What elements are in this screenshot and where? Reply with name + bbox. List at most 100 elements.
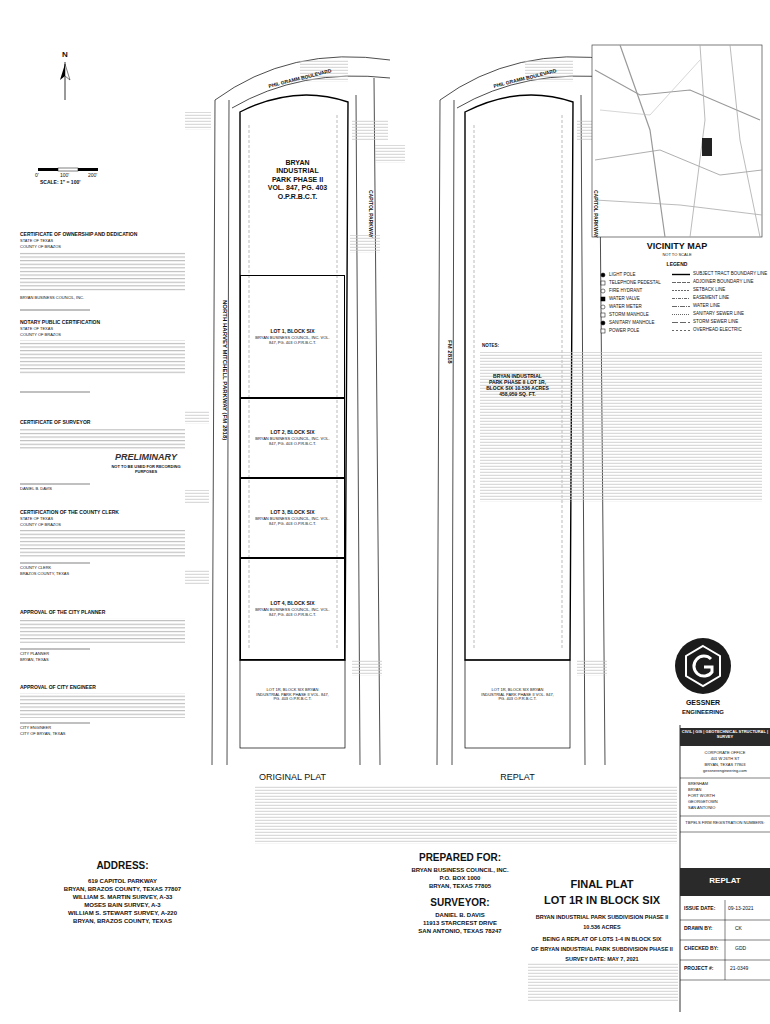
plat-text: BRYAN BUSINESS COUNCIL, INC. [20, 296, 84, 301]
legend-text: ADJOINER BOUNDARY LINE [693, 280, 754, 285]
legend-text: WATER LINE [693, 304, 720, 309]
plat-text: FORT WORTH [688, 794, 715, 799]
plat-text: OF BRYAN INDUSTRIAL PARK SUBDIVISION PHA… [522, 946, 682, 952]
lot-owner: BRYAN BUSINESS COUNCIL, INC. VOL. 847, P… [251, 336, 334, 346]
legend-sample [600, 288, 606, 294]
plat-text: WILLIAM S. STEWART SURVEY, A-220 [30, 910, 215, 917]
plat-text: CIVIL | GIS | GEOTECHNICAL STRUCTURAL | … [681, 730, 769, 739]
plat-text: CERTIFICATE OF OWNERSHIP AND DEDICATION [20, 232, 137, 238]
road-name: FM 2818 [446, 340, 453, 364]
legend-sample [672, 272, 690, 277]
legend-item: WATER VALVE [600, 296, 640, 302]
lot-parcel: LOT 2, BLOCK SIXBRYAN BUSINESS COUNCIL, … [240, 398, 345, 478]
legend-sample [672, 312, 690, 317]
legend-sample [672, 288, 690, 293]
plat-text: COUNTY CLERK [20, 566, 51, 571]
legend-item: OVERHEAD ELECTRIC [672, 328, 742, 333]
plat-text: MOSES BAIN SURVEY, A-3 [30, 902, 215, 909]
plat-text: NOTARY PUBLIC CERTIFICATION [20, 320, 100, 326]
plat-text: CERTIFICATION OF THE COUNTY CLERK [20, 510, 119, 516]
legend-sample [672, 320, 690, 325]
lot-owner: BRYAN BUSINESS COUNCIL, INC. VOL. 847, P… [251, 517, 334, 527]
plat-text: CITY OF BRYAN, TEXAS [20, 732, 66, 737]
plat-text: STATE OF TEXAS [20, 517, 53, 522]
plat-text: PREPARED FOR: [390, 852, 530, 864]
legend-sample [672, 296, 690, 301]
plat-text: LOT 1R IN BLOCK SIX [522, 894, 682, 907]
plat-text: CITY ENGINEER [20, 726, 51, 731]
plat-text: COUNTY OF BRAZOS [20, 245, 61, 250]
lot-name: LOT 1, BLOCK SIX [251, 328, 334, 334]
plat-text: 100' [60, 173, 69, 179]
plat-text: LEGEND [592, 262, 762, 268]
plat-text: SCALE: 1" = 100' [40, 180, 80, 186]
plat-text: DRAWN BY: [684, 926, 713, 932]
plat-text: P.O. BOX 1000 [390, 875, 530, 882]
plat-text: WILLIAM S. MARTIN SURVEY, A-33 [30, 894, 215, 901]
road-name: CAPITOL PARKWAY [367, 190, 373, 238]
plat-text: LOT 1R, BLOCK SIX BRYAN INDUSTRIAL PARK … [255, 688, 330, 702]
legend-sample [600, 296, 606, 302]
plat-text: N [62, 50, 68, 59]
legend-text: SUBJECT TRACT BOUNDARY LINE [693, 272, 767, 277]
legend-item: FIRE HYDRANT [600, 288, 642, 294]
plat-text: SAN ANTONIO, TEXAS 78247 [390, 928, 530, 935]
plat-text: BRYAN, TEXAS 77803 [681, 763, 769, 768]
legend-sample [672, 304, 690, 309]
plat-text: BRENHAM [688, 782, 708, 787]
plat-text: 619 CAPITOL PARKWAY [30, 878, 215, 885]
plat-text: VICINITY MAP [592, 241, 762, 251]
plat-text: DANIEL B. DAVIS [20, 487, 52, 492]
lot-name: LOT 3, BLOCK SIX [251, 509, 334, 515]
legend-sample [600, 328, 606, 334]
road-name: CAPITOL PARKWAY [592, 190, 598, 238]
legend-item: SUBJECT TRACT BOUNDARY LINE [672, 272, 767, 277]
plat-text: REPLAT [455, 772, 580, 782]
plat-text: SURVEYOR: [390, 897, 530, 909]
legend-item: WATER LINE [672, 304, 720, 309]
plat-text: 21-0349 [730, 966, 748, 972]
lot-name: LOT 2, BLOCK SIX [251, 429, 334, 435]
legend-sample [672, 328, 690, 333]
legend-sample [600, 312, 606, 318]
plat-text: ENGINEERING [670, 709, 736, 716]
legend-item: WATER METER [600, 304, 642, 310]
legend-item: STORM SEWER LINE [672, 320, 738, 325]
legend-text: EASEMENT LINE [693, 296, 729, 301]
plat-text: CORPORATE OFFICE [681, 751, 769, 756]
legend-text: FIRE HYDRANT [609, 289, 642, 294]
legend-sample [600, 280, 606, 286]
legend-sample [600, 304, 606, 310]
plat-title: FINAL PLAT [522, 878, 682, 891]
plat-text: 200' [88, 173, 97, 179]
legend-item: SETBACK LINE [672, 288, 725, 293]
plat-text: COUNTY OF BRAZOS [20, 523, 61, 528]
legend-text: STORM SEWER LINE [693, 320, 738, 325]
parcel-label: BRYAN INDUSTRIAL PARK PHASE II LOT 1R, B… [475, 350, 560, 420]
plat-text: 09-13-2021 [728, 906, 754, 912]
plat-text: SAN ANTONIO [688, 806, 715, 811]
road-name: NORTH HARVEY MITCHELL PARKWAY (FM 2818) [221, 300, 228, 440]
plat-text: DANIEL B. DAVIS [390, 912, 530, 919]
plat-text: GDD [735, 946, 746, 952]
plat-text: BRAZOS COUNTY, TEXAS [20, 572, 69, 577]
legend-sample [600, 320, 606, 326]
plat-text: 0' [35, 173, 39, 179]
legend-text: LIGHT POLE [609, 273, 635, 278]
plat-text: APPROVAL OF THE CITY PLANNER [20, 610, 105, 616]
lot-name: LOT 4, BLOCK SIX [251, 600, 334, 606]
legend-item: POWER POLE [600, 328, 639, 334]
lot-name: BRYAN INDUSTRIAL PARK PHASE II VOL. 847,… [266, 159, 329, 201]
plat-text: BRYAN BUSINESS COUNCIL, INC. [390, 867, 530, 874]
legend-text: WATER VALVE [609, 297, 640, 302]
plat-text: 401 W 26TH ST [681, 757, 769, 762]
lot-name: BRYAN INDUSTRIAL PARK PHASE II LOT 1R, B… [486, 373, 549, 397]
plat-text: NOT TO BE USED FOR RECORDING PURPOSES [108, 465, 184, 474]
plat-text: ORIGINAL PLAT [230, 772, 355, 782]
plat-text: NOTES: [482, 343, 499, 348]
legend-sample [600, 272, 606, 278]
legend-text: WATER METER [609, 305, 642, 310]
plat-text: BEING A REPLAT OF LOTS 1-4 IN BLOCK SIX [522, 936, 682, 942]
plat-text: ISSUE DATE: [684, 906, 715, 912]
